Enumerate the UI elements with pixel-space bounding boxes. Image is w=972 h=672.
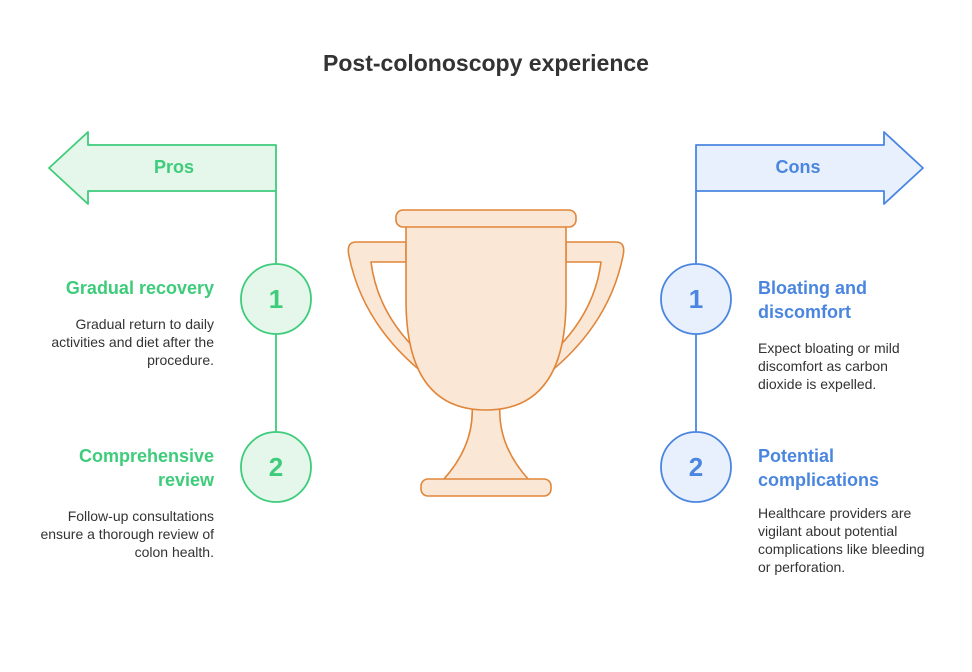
trophy-stem (442, 403, 530, 481)
cons-item-title-1: Bloating and discomfort (758, 278, 867, 322)
pros-arrow (48, 131, 277, 205)
cons-circle-2 (660, 431, 732, 503)
cons-item-title-2: Potential complications (758, 446, 880, 490)
pros-number-2: 2 (268, 452, 284, 482)
pros-item-desc-1: Gradual return to daily activities and d… (51, 316, 214, 368)
cons-item-desc-1: Expect bloating or mild discomfort as ca… (758, 340, 900, 392)
pros-item-desc-2: Follow-up consultations ensure a thoroug… (40, 508, 214, 560)
trophy-cup (405, 225, 567, 411)
cons-item-desc-2: Healthcare providers are vigilant about … (758, 505, 925, 575)
cons-label: Cons (775, 157, 821, 177)
cons-number-1: 1 (688, 284, 704, 314)
pros-circle-1 (240, 263, 312, 335)
cons-number-2: 2 (688, 452, 704, 482)
pros-item-title-2: Comprehensive review (78, 446, 214, 490)
page-title: Post-colonoscopy experience (323, 50, 649, 76)
cons-circle-1 (660, 263, 732, 335)
pros-circle-2 (240, 431, 312, 503)
pros-item-title-1: Gradual recovery (65, 278, 214, 298)
trophy-icon (347, 209, 625, 497)
pros-number-1: 1 (268, 284, 284, 314)
trophy-base (420, 478, 552, 497)
pros-label: Pros (153, 157, 195, 177)
cons-arrow (695, 131, 924, 205)
trophy-rim (395, 209, 577, 228)
